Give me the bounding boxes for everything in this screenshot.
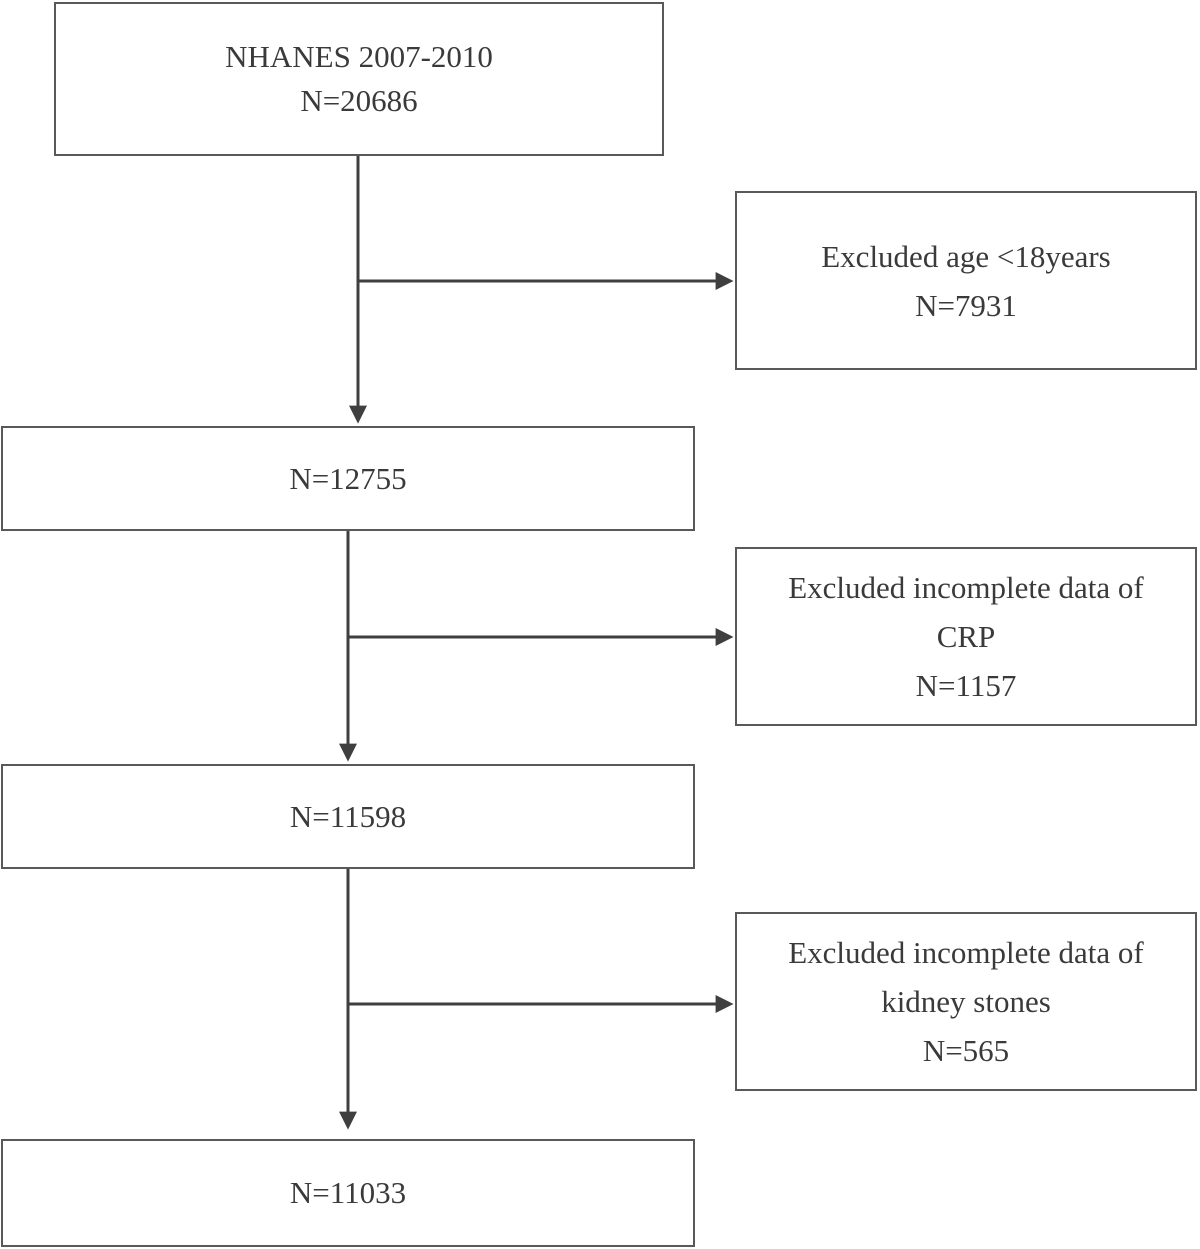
box-excluded-stones-line2: kidney stones xyxy=(881,984,1051,1019)
box-excluded-stones-line1: Excluded incomplete data of xyxy=(788,935,1144,970)
box-start-line2: N=20686 xyxy=(300,83,418,118)
box-excluded-age-line2: N=7931 xyxy=(915,287,1017,323)
box-excluded-crp-line3: N=1157 xyxy=(915,668,1017,703)
box-excluded-age-line1: Excluded age <18years xyxy=(821,238,1111,274)
flow-box-after-crp: N=11598 xyxy=(1,764,695,869)
flow-box-after-age: N=12755 xyxy=(1,426,695,531)
box-start-line1: NHANES 2007-2010 xyxy=(225,39,493,74)
box-final-line1: N=11033 xyxy=(289,1175,407,1210)
box-excluded-crp-line1: Excluded incomplete data of xyxy=(788,570,1144,605)
flow-box-excluded-kidney-stones: Excluded incomplete data of kidney stone… xyxy=(735,912,1197,1091)
flow-box-excluded-age: Excluded age <18years N=7931 xyxy=(735,191,1197,370)
flow-box-start: NHANES 2007-2010 N=20686 xyxy=(54,2,664,156)
box-after-crp-line1: N=11598 xyxy=(289,798,407,834)
flow-box-final: N=11033 xyxy=(1,1139,695,1247)
box-excluded-stones-line3: N=565 xyxy=(922,1033,1010,1068)
flow-box-excluded-crp: Excluded incomplete data of CRP N=1157 xyxy=(735,547,1197,726)
box-after-age-line1: N=12755 xyxy=(289,460,407,496)
box-excluded-crp-line2: CRP xyxy=(936,619,996,654)
